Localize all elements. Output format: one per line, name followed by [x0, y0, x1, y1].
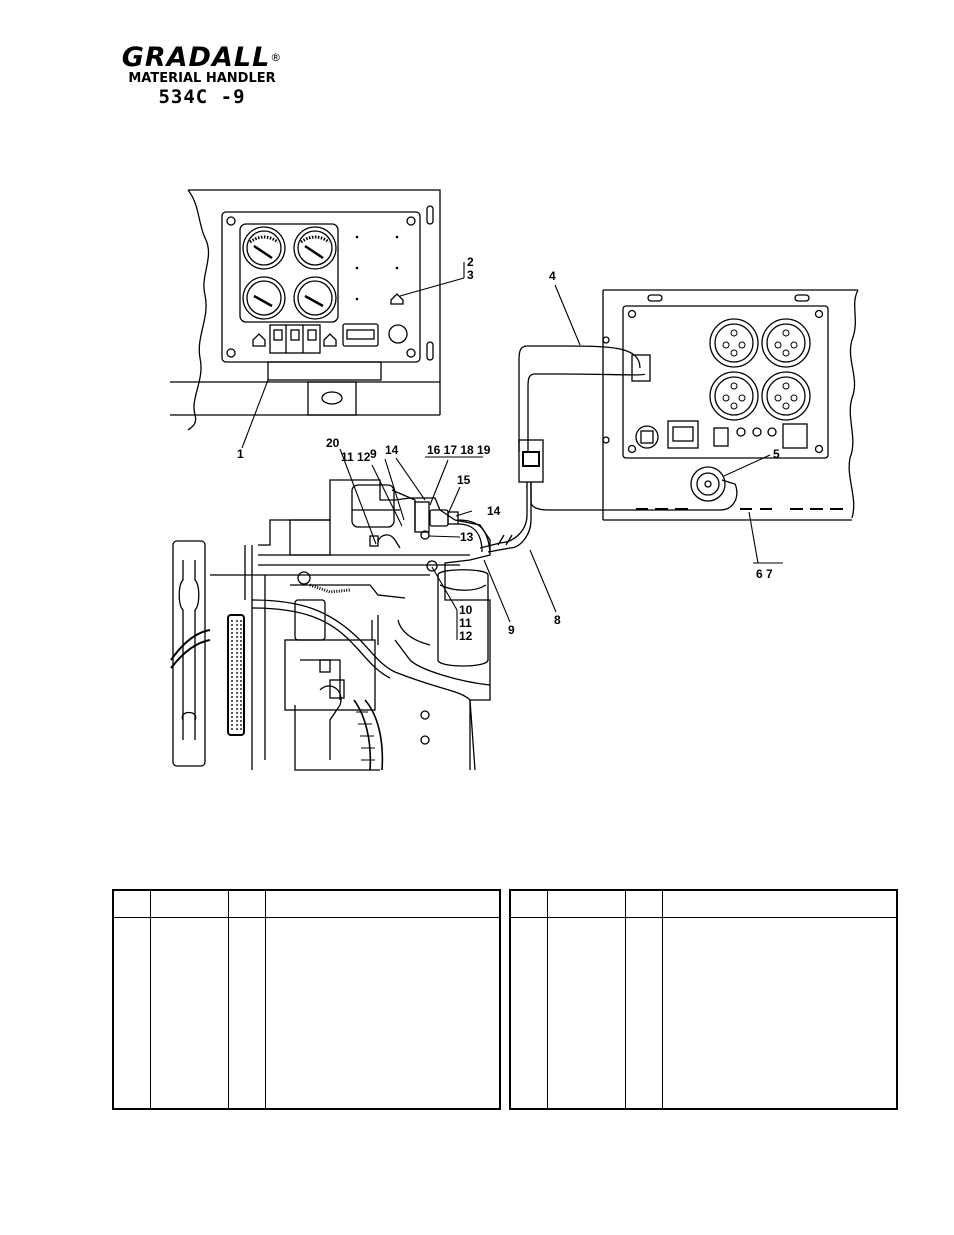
callout-1: 1	[237, 447, 244, 461]
header-cell	[149, 890, 229, 918]
callout-4: 4	[549, 269, 556, 283]
connector-panel-view	[602, 289, 859, 521]
callout-12: 12	[459, 629, 473, 643]
callout-9-upper: 9	[370, 447, 377, 461]
leader-lines	[241, 262, 783, 640]
wire-harness	[479, 345, 738, 553]
engine-view	[170, 479, 491, 771]
callout-5: 5	[773, 447, 780, 461]
header-cell	[546, 890, 626, 918]
callout-9-lower: 9	[508, 623, 515, 637]
instrument-panel-view	[170, 189, 441, 431]
callout-15: 15	[457, 473, 471, 487]
header-cell	[624, 890, 663, 918]
model-number: 534C -9	[158, 86, 246, 108]
callout-11-12: 11 12	[341, 450, 371, 464]
table-body-row	[112, 917, 501, 1109]
header-cell	[661, 890, 898, 918]
callout-6-7: 6 7	[756, 567, 773, 581]
callout-14-upper: 14	[385, 443, 399, 457]
header-cell	[264, 890, 501, 918]
callout-16-to-19: 16 17 18 19	[427, 443, 491, 457]
callout-14-lower: 14	[487, 504, 501, 518]
callout-2: 2	[467, 255, 474, 269]
header-cell	[227, 890, 266, 918]
table-body-row	[509, 917, 898, 1109]
table-header-row	[112, 890, 501, 918]
callout-11: 11	[459, 616, 472, 630]
brand-name: GRADALL®	[121, 42, 283, 73]
logo-subtitle: MATERIAL HANDLER	[128, 71, 276, 86]
header-cell	[509, 890, 548, 918]
header-cell	[112, 890, 151, 918]
parts-table-left	[112, 889, 501, 1110]
gradall-logo: GRADALL® MATERIAL HANDLER 534C -9	[112, 42, 292, 109]
callout-10: 10	[459, 603, 473, 617]
table-header-row	[509, 890, 898, 918]
callout-13: 13	[460, 530, 474, 544]
callout-20: 20	[326, 436, 340, 450]
callout-3: 3	[467, 268, 474, 282]
callout-8: 8	[554, 613, 561, 627]
parts-table-right	[509, 889, 898, 1110]
